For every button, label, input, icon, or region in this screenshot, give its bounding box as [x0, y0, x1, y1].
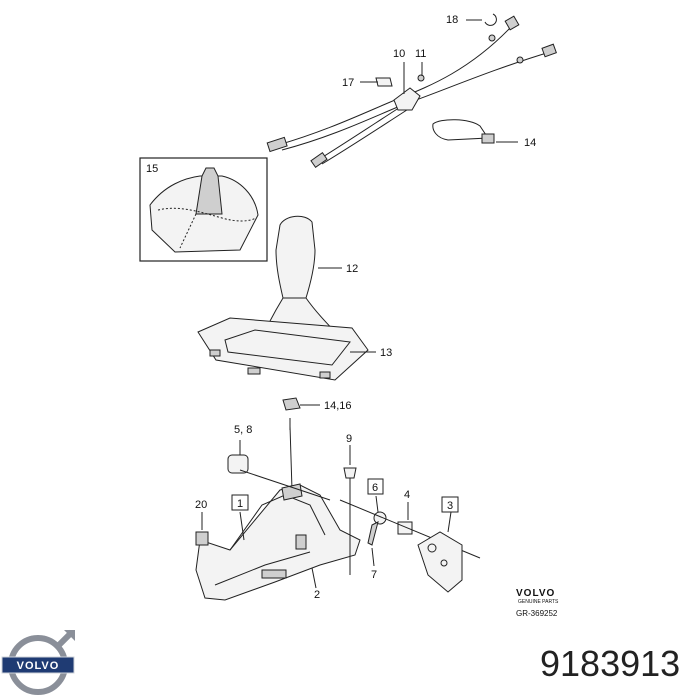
- volvo-logo: VOLVO: [1, 629, 75, 695]
- pin-part: [343, 467, 357, 575]
- brand-sub: GENUINE PARTS: [518, 599, 559, 605]
- shift-cable-assembly: [266, 15, 557, 168]
- selector-bracket: [417, 531, 463, 593]
- callout-9: 9: [346, 433, 352, 445]
- callout-11: 11: [415, 48, 426, 60]
- diagram-reference: GR-369252: [516, 609, 558, 618]
- brand-name: VOLVO: [516, 588, 555, 599]
- callout-box-3: [441, 496, 459, 513]
- callout-15: 15: [146, 163, 158, 175]
- callout-box-1: [231, 494, 249, 511]
- leader-lines: [201, 19, 518, 589]
- callout-6: 6: [372, 482, 378, 494]
- clip-part: [484, 13, 497, 26]
- logo-text: VOLVO: [17, 660, 60, 672]
- nut-part: [417, 74, 425, 82]
- callout-18: 18: [446, 14, 458, 26]
- callout-10: 10: [393, 48, 405, 60]
- cable-strap: [432, 119, 495, 144]
- part-number: 9183913: [540, 643, 680, 684]
- nut-20: [195, 531, 209, 546]
- callout-17: 17: [342, 77, 354, 89]
- inset-box-15: [139, 157, 268, 262]
- callout-20: 20: [195, 499, 207, 511]
- callout-2: 2: [314, 589, 320, 601]
- diagram-brand-block: VOLVO GENUINE PARTS GR-369252: [516, 588, 559, 618]
- callout-1: 1: [237, 498, 243, 510]
- grommet-part: [227, 454, 331, 501]
- callout-3: 3: [447, 500, 453, 512]
- callout-14: 14: [524, 137, 536, 149]
- bracket-part: [375, 77, 393, 87]
- gear-lever-housing: [195, 418, 361, 601]
- link-part: [367, 511, 387, 546]
- bushing-part: [282, 397, 301, 411]
- callout-5-8: 5, 8: [234, 424, 252, 436]
- callout-12: 12: [346, 263, 358, 275]
- callout-4: 4: [404, 489, 410, 501]
- console-frame: [197, 317, 369, 381]
- callout-13: 13: [380, 347, 392, 359]
- callout-box-6: [367, 478, 384, 495]
- callout-14-16: 14,16: [324, 400, 352, 412]
- callout-7: 7: [371, 569, 377, 581]
